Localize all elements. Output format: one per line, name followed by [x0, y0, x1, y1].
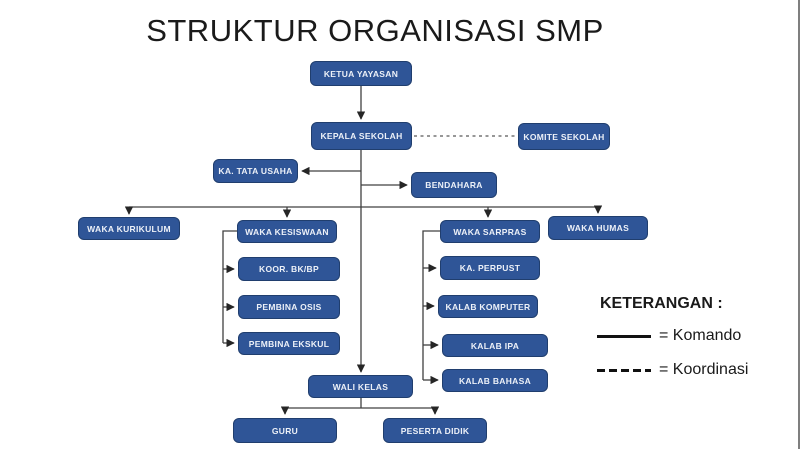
node-wali-kelas: WALI KELAS	[308, 375, 413, 398]
dashed-line-icon	[597, 368, 651, 372]
node-guru: GURU	[233, 418, 337, 443]
komando-lines	[124, 86, 603, 415]
legend-item-komando: = Komando	[597, 327, 741, 345]
page-title: STRUKTUR ORGANISASI SMP	[146, 13, 604, 48]
node-kalab-bahasa: KALAB BAHASA	[442, 369, 548, 392]
node-kalab-ipa: KALAB IPA	[442, 334, 548, 357]
legend-label: = Koordinasi	[659, 361, 749, 378]
legend-label: = Komando	[659, 327, 742, 344]
node-waka-kesiswaan: WAKA KESISWAAN	[237, 220, 337, 243]
node-koor-bk-bp: KOOR. BK/BP	[238, 257, 340, 281]
node-peserta-didik: PESERTA DIDIK	[383, 418, 487, 443]
legend-item-koordinasi: = Koordinasi	[597, 361, 748, 379]
legend-heading: KETERANGAN :	[600, 295, 723, 312]
node-waka-sarpras: WAKA SARPRAS	[440, 220, 540, 243]
node-kalab-komputer: KALAB KOMPUTER	[438, 295, 538, 318]
window-edge-line	[798, 0, 800, 449]
node-ka-tata-usaha: KA. TATA USAHA	[213, 159, 298, 183]
node-waka-kurikulum: WAKA KURIKULUM	[78, 217, 180, 240]
node-komite-sekolah: KOMITE SEKOLAH	[518, 123, 610, 150]
node-waka-humas: WAKA HUMAS	[548, 216, 648, 240]
node-kepala-sekolah: KEPALA SEKOLAH	[311, 122, 412, 150]
node-pembina-ekskul: PEMBINA EKSKUL	[238, 332, 340, 355]
solid-line-icon	[597, 334, 651, 338]
node-ka-perpust: KA. PERPUST	[440, 256, 540, 280]
node-pembina-osis: PEMBINA OSIS	[238, 295, 340, 319]
node-bendahara: BENDAHARA	[411, 172, 497, 198]
node-ketua-yayasan: KETUA YAYASAN	[310, 61, 412, 86]
